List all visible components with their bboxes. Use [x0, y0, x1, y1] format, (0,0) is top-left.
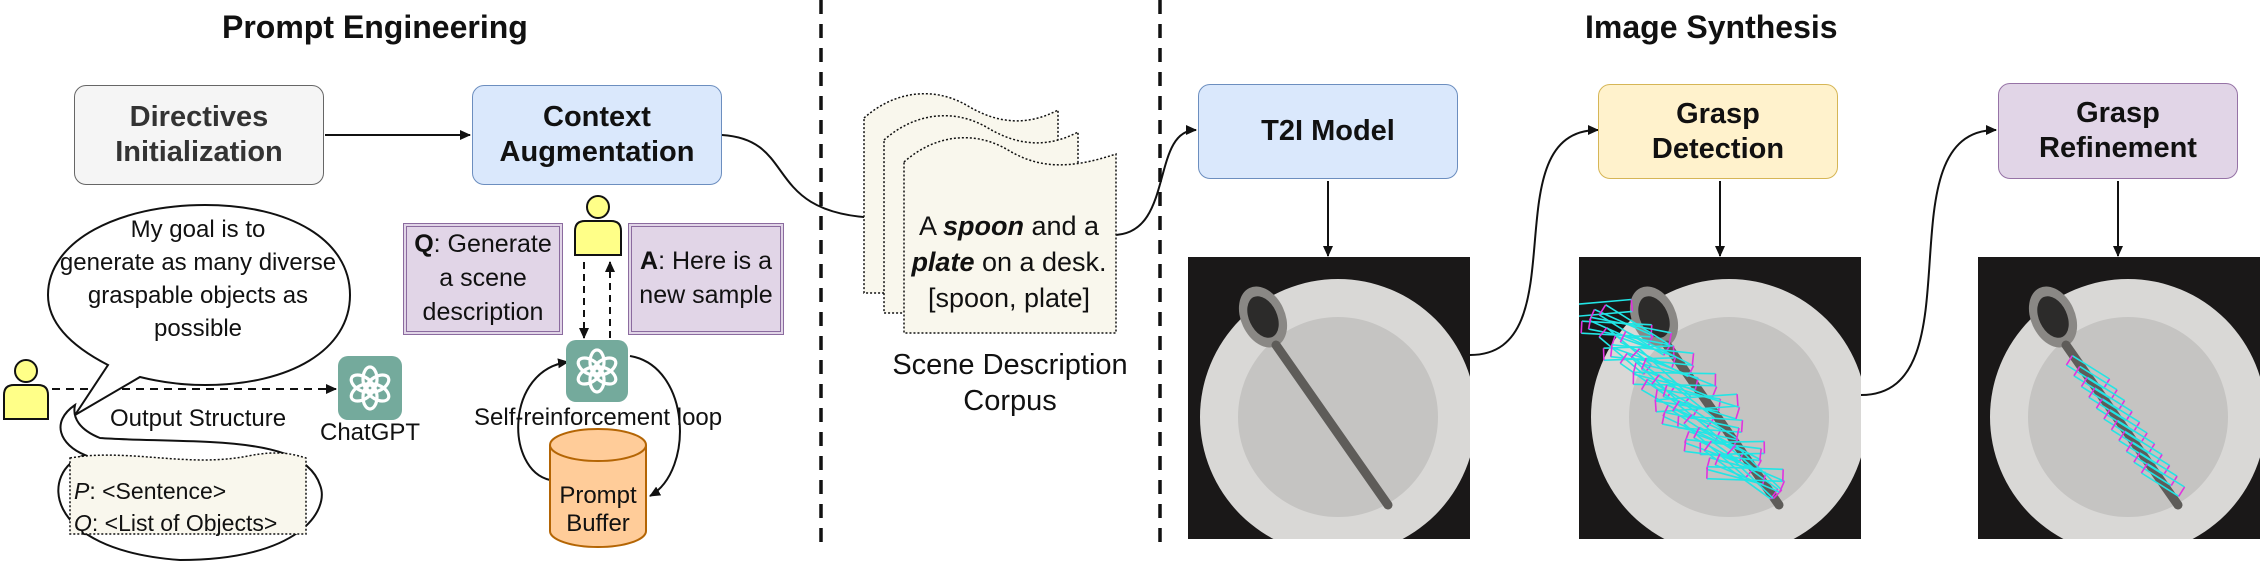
grasp-detection-image — [1579, 257, 1861, 539]
format-document-shape — [69, 452, 307, 535]
self-reinforcement-loop-label: Self-reinforcement loop — [474, 404, 723, 431]
corpus-w5: on a desk. — [974, 247, 1107, 277]
document-stack-icon — [863, 92, 1117, 334]
format-p-key: P — [74, 478, 90, 504]
t2i-model-label: T2I Model — [1261, 115, 1395, 148]
grasp-refinement-label: Grasp Refinement — [2039, 97, 2197, 164]
database-icon — [549, 428, 647, 548]
format-p-value: : <Sentence> — [89, 478, 227, 504]
answer-body: : Here is a new sample — [639, 247, 773, 309]
question-box: Q: Generate a scene description — [403, 223, 563, 335]
format-document-text: P: <Sentence> Q: <List of Objects> — [74, 475, 277, 539]
goal-line-3: graspable objects as — [87, 282, 309, 309]
corpus-caption: Scene Description Corpus — [880, 347, 1140, 419]
directives-initialization-label: Directives Initialization — [115, 101, 283, 168]
chatgpt-label: ChatGPT — [320, 419, 421, 446]
corpus-w1: A — [918, 211, 943, 241]
prompt-buffer-label: Prompt Buffer — [548, 482, 648, 538]
context-augmentation-label: Context Augmentation — [499, 101, 695, 168]
output-structure-label: Output Structure — [110, 405, 287, 432]
directives-initialization-box: Directives Initialization — [74, 85, 324, 185]
grasp-refinement-image — [1978, 257, 2260, 539]
corpus-object-plate: plate — [911, 247, 975, 277]
chatgpt-icon-center — [566, 340, 628, 402]
prompt-buffer-line-1: Prompt — [559, 482, 637, 509]
arrow-detection-to-refinement — [1860, 125, 1997, 396]
user-icon-center — [574, 195, 622, 256]
section-title-prompt-engineering: Prompt Engineering — [222, 9, 528, 45]
corpus-line-1: A spoon and a — [904, 208, 1114, 244]
grasp-rectangle — [1654, 393, 1739, 413]
grasp-rectangle — [2140, 462, 2186, 498]
chatgpt-logo-glyph — [349, 365, 391, 411]
question-text: Q: Generate a scene description — [413, 228, 553, 329]
prompt-buffer-line-2: Buffer — [566, 510, 630, 537]
t2i-model-box: T2I Model — [1198, 84, 1458, 179]
corpus-object-spoon: spoon — [942, 211, 1024, 241]
goal-line-1: My goal is to — [130, 216, 266, 243]
goal-line-4: possible — [153, 315, 243, 342]
question-body: : Generate a scene description — [422, 230, 552, 326]
generated-image — [1188, 257, 1470, 539]
dense-grasp-overlay — [1579, 298, 1786, 500]
answer-key: A — [640, 247, 659, 276]
corpus-sample-text: A spoon and a plate on a desk. [spoon, p… — [904, 208, 1114, 316]
format-q-key: Q — [74, 510, 92, 536]
arrow-context-to-corpus — [721, 134, 881, 223]
user-icon — [3, 359, 49, 420]
context-augmentation-box: Context Augmentation — [472, 85, 722, 185]
grasp-detection-box: Grasp Detection — [1598, 84, 1838, 179]
corpus-caption-line-1: Scene Description — [892, 349, 1128, 381]
goal-speech-text: My goal is to generate as many diverse g… — [48, 213, 348, 345]
format-line-p: P: <Sentence> — [74, 475, 277, 507]
format-line-q: Q: <List of Objects> — [74, 507, 277, 539]
goal-speech-bubble — [46, 203, 352, 416]
grasp-rectangle — [1640, 378, 1699, 420]
corpus-line-3: [spoon, plate] — [927, 283, 1091, 313]
goal-line-2: generate as many diverse — [59, 249, 337, 276]
corpus-line-2: plate on a desk. — [904, 244, 1114, 280]
grasp-rectangle — [1706, 465, 1784, 483]
format-q-value: : <List of Objects> — [91, 510, 278, 536]
refined-grasp-overlay — [2065, 354, 2186, 498]
grasp-rectangle — [1587, 316, 1673, 346]
corpus-caption-line-2: Corpus — [963, 385, 1057, 417]
grasp-rectangle — [1632, 371, 1717, 387]
grasp-detection-label: Grasp Detection — [1651, 97, 1785, 165]
chatgpt-icon — [338, 356, 402, 420]
grasp-refinement-box: Grasp Refinement — [1998, 83, 2238, 179]
answer-box: A: Here is a new sample — [628, 223, 784, 335]
answer-text: A: Here is a new sample — [638, 245, 774, 313]
grasp-rectangle — [1683, 438, 1763, 462]
arrow-image-to-detection — [1469, 125, 1599, 356]
grasp-rectangle — [1661, 411, 1740, 441]
loop-arrow-left — [517, 358, 569, 481]
corpus-w3: and a — [1023, 211, 1100, 241]
section-title-image-synthesis: Image Synthesis — [1585, 9, 1838, 45]
question-key: Q — [414, 230, 434, 259]
arrow-corpus-to-t2i — [1112, 125, 1197, 236]
chatgpt-logo-glyph-center — [576, 348, 618, 394]
loop-arrow-right — [629, 355, 681, 497]
